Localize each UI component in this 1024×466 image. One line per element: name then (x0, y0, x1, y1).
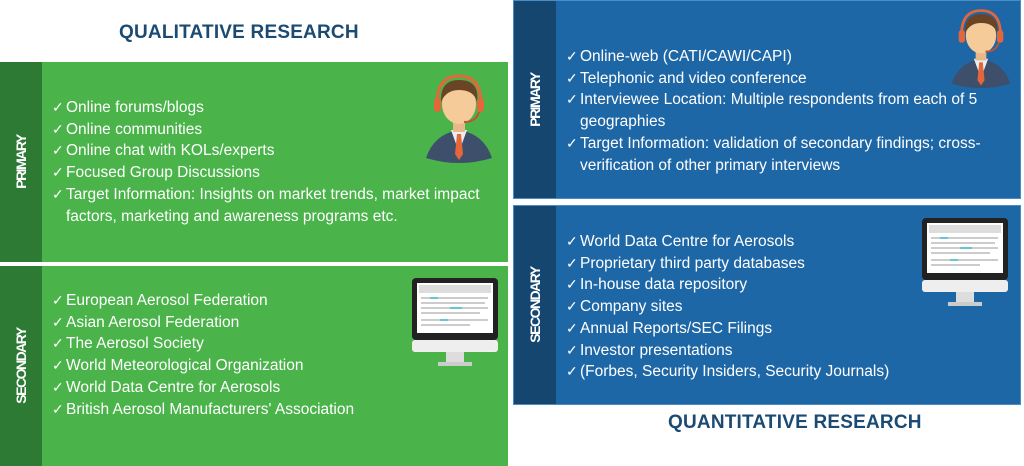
quantitative-primary-list: Online-web (CATI/CAWI/CAPI) Telephonic a… (566, 46, 1016, 176)
secondary-label-strip: SECONDARY (514, 206, 556, 404)
qualitative-title: QUALITATIVE RESEARCH (119, 22, 359, 43)
primary-label: PRIMARY (13, 135, 29, 189)
list-item: In-house data repository (566, 274, 946, 296)
list-item: Online-web (CATI/CAWI/CAPI) (566, 46, 1016, 68)
quantitative-primary-panel: PRIMARY Online-web (CATI/CAWI/CAPI) Tele… (513, 0, 1021, 199)
list-item: World Data Centre for Aerosols (566, 231, 946, 253)
secondary-label: SECONDARY (13, 328, 29, 404)
list-item: (Forbes, Security Insiders, Security Jou… (566, 361, 946, 383)
call-agent-icon (950, 9, 1012, 89)
list-item: European Aerosol Federation (52, 290, 412, 312)
list-item: Online communities (52, 119, 482, 141)
list-item: Investor presentations (566, 340, 946, 362)
list-item: Focused Group Discussions (52, 162, 482, 184)
list-item: Online forums/blogs (52, 97, 482, 119)
call-agent-icon (424, 74, 494, 164)
quantitative-secondary-panel: SECONDARY World Data Centre for Aerosols… (513, 205, 1021, 405)
qualitative-primary-list: Online forums/blogs Online communities O… (52, 97, 482, 227)
qualitative-secondary-panel: SECONDARY European Aerosol Federation As… (0, 266, 508, 466)
list-item: Company sites (566, 296, 946, 318)
list-item: Interviewee Location: Multiple responden… (566, 89, 1016, 132)
secondary-label: SECONDARY (527, 267, 543, 343)
quantitative-title: QUANTITATIVE RESEARCH (668, 412, 922, 433)
qualitative-secondary-list: European Aerosol Federation Asian Aeroso… (52, 290, 412, 420)
secondary-label-strip: SECONDARY (0, 266, 42, 466)
quantitative-secondary-list: World Data Centre for Aerosols Proprieta… (566, 231, 946, 383)
list-item: World Data Centre for Aerosols (52, 377, 412, 399)
primary-label-strip: PRIMARY (514, 1, 556, 198)
list-item: The Aerosol Society (52, 333, 412, 355)
list-item: Asian Aerosol Federation (52, 312, 412, 334)
computer-monitor-icon (411, 277, 499, 367)
list-item: Annual Reports/SEC Filings (566, 318, 946, 340)
list-item: Telephonic and video conference (566, 68, 1016, 90)
list-item: World Meteorological Organization (52, 355, 412, 377)
computer-monitor-icon (921, 217, 1009, 307)
list-item: Proprietary third party databases (566, 253, 946, 275)
primary-label: PRIMARY (527, 72, 543, 127)
qualitative-primary-panel: PRIMARY Online forums/blogs Online commu… (0, 62, 508, 262)
list-item: Online chat with KOLs/experts (52, 140, 482, 162)
list-item: British Aerosol Manufacturers' Associati… (52, 399, 412, 421)
primary-label-strip: PRIMARY (0, 62, 42, 262)
list-item: Target Information: Insights on market t… (52, 184, 482, 227)
list-item: Target Information: validation of second… (566, 133, 1016, 176)
